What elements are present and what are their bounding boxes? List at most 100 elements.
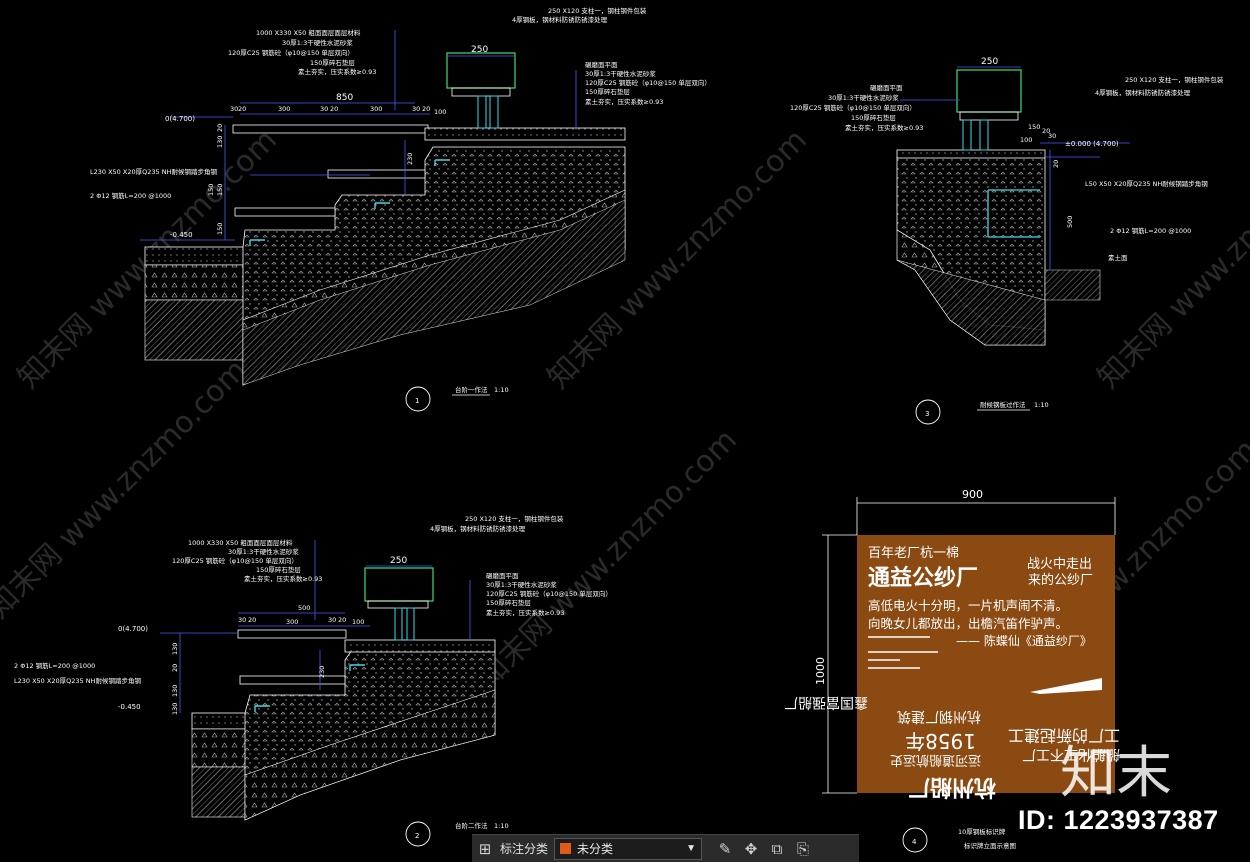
- layer-label: 碾磨面平面: [870, 83, 903, 92]
- detail-1-dimensions: 250 850 30 20 300 30 20 300 30 20 100 23…: [207, 45, 488, 235]
- detail-2-bench-top: [364, 567, 434, 602]
- detail-3-caption: 耐候钢板过作法: [980, 400, 1026, 409]
- dim-130: 130: [171, 643, 179, 655]
- detail-2-top-slab: [344, 639, 496, 653]
- dim-20: 20: [216, 124, 224, 132]
- layer-label: 1000 X330 X50 粗面面层面层材料: [256, 28, 361, 37]
- layer-label: 素土夯实，压实系数≥0.93: [486, 608, 564, 617]
- dim-20: 20: [238, 105, 246, 113]
- grid-icon[interactable]: ⊞: [478, 839, 492, 858]
- edit-icon[interactable]: ✎: [718, 839, 732, 858]
- dim-20: 20: [330, 105, 338, 113]
- copy-icon[interactable]: ⧉: [771, 839, 783, 858]
- detail-2-post: [406, 607, 415, 641]
- detail-1-post: [489, 95, 499, 129]
- dim-150: 150: [216, 223, 224, 235]
- detail-3-top-slab: [896, 149, 1046, 159]
- sign-line: 战火中走出: [1027, 557, 1092, 572]
- detail-2-tread-2: [237, 629, 347, 639]
- dim-250: 250: [390, 556, 407, 566]
- detail-1-lower-platform: [144, 246, 246, 266]
- detail-2-steel-angle: [349, 664, 365, 671]
- detail-3-edge-section: 250 150 20 30 100 20 500 250 X120 支柱一，钢柱…: [790, 57, 1224, 425]
- layer-label: 150厚碎石垫层: [486, 598, 531, 607]
- sign-mirrored-line: 1958年: [905, 729, 976, 753]
- top-label: 250 X120 支柱一，钢柱钢件包装: [1125, 75, 1224, 84]
- detail-1-steel-angle: [374, 202, 390, 209]
- dim-20: 20: [422, 105, 430, 113]
- detail-3-bench-cap: [959, 111, 1019, 121]
- detail-2-scale: 1:10: [494, 822, 509, 830]
- detail-1-labels: 250 X120 支柱一，钢柱钢件包装 4厚钢板，钢材料防锈防锈漆处理 1000…: [90, 6, 711, 239]
- detail-3-post: [979, 119, 989, 151]
- layer-label: 120厚C25 钢筋砼（φ10@150 单层双向）: [228, 48, 354, 57]
- dim-150: 150: [216, 184, 224, 196]
- layer-label: 30厚1:3干硬性水泥砂浆: [282, 38, 353, 47]
- top-label: 250 X120 支柱一，钢柱钢件包装: [465, 514, 564, 523]
- sign-mirrored-line: 杭州船厂: [908, 774, 996, 800]
- paste-icon[interactable]: ⎘: [797, 839, 810, 858]
- dim-250: 250: [981, 57, 998, 67]
- sign-line: 高低电火十分明，一片机声闹不清。: [868, 598, 1068, 613]
- detail-2-step-section: 250 500 30 20 300 30 20 100 230 130 20 1…: [14, 514, 612, 847]
- detail-2-steel-angle: [254, 705, 270, 712]
- detail-1-steel-angle: [434, 159, 450, 166]
- detail-2-gravel-layer: [191, 728, 248, 768]
- dim-20: 20: [1052, 160, 1060, 168]
- dim-500: 500: [1066, 216, 1074, 228]
- dim-30: 30: [1048, 132, 1056, 140]
- move-icon[interactable]: ✥: [744, 839, 758, 858]
- detail-1-scale: 1:10: [494, 386, 509, 394]
- layer-label: 120厚C25 钢筋砼（φ10@150 单层双向）: [790, 103, 916, 112]
- sign-mirrored-line: 杭州钢厂建筑: [897, 708, 981, 724]
- detail-4-number: 4: [912, 838, 917, 846]
- dim-150: 150: [207, 184, 215, 196]
- detail-3-post: [962, 119, 972, 151]
- layer-label: 素土夯实，压实系数≥0.93: [298, 67, 376, 76]
- layer-label: 150厚碎石垫层: [851, 113, 896, 122]
- detail-1-step-section: 250 850 30 20 300 30 20 300 30 20 100 23…: [90, 6, 711, 412]
- layer-label: 碾磨面平面: [486, 571, 519, 580]
- annotation-category-select[interactable]: 未分类 ▼: [554, 837, 703, 860]
- sign-mirrored-line: 工厂的新起建工: [1008, 726, 1120, 745]
- dim-30: 30: [238, 616, 246, 624]
- dim-20: 20: [171, 664, 179, 672]
- sign-mirrored-line: 鑫国富强船厂: [784, 694, 868, 711]
- detail-2-number: 2: [415, 832, 419, 840]
- annotation-category-label: 标注分类: [500, 842, 549, 856]
- level-top: ±0.000 (4.700): [1065, 140, 1119, 148]
- dim-130: 130: [216, 136, 224, 148]
- layer-label: 150厚碎石垫层: [256, 565, 301, 574]
- detail-1-tread-1: [234, 207, 336, 217]
- detail-1-tread-3: [232, 124, 429, 134]
- sign-line: 来的公纱厂: [1028, 572, 1093, 588]
- watermark-text: 知末网 www.znzmo.com: [0, 353, 254, 626]
- detail-1-bench-cap: [451, 87, 511, 97]
- detail-2-tread-1: [239, 675, 346, 685]
- detail-3-soil-body: [896, 259, 1101, 346]
- dim-850: 850: [336, 93, 353, 103]
- detail-3-number-circle: [915, 399, 941, 425]
- detail-4-sign-elevation: 900 1000 百年老厂杭一棉 通益公纱厂 战火中走出 来的公纱厂 高低电火十…: [784, 488, 1120, 853]
- detail-3-scale: 1:10: [1034, 401, 1049, 409]
- watermark-text: 知末网 www.znzmo.com: [471, 423, 744, 696]
- detail-1-number-circle: [405, 386, 431, 412]
- detail-2-lower-platform: [191, 712, 248, 730]
- top-label: 4厚钢板，钢材料防锈防锈漆处理: [1095, 88, 1191, 97]
- layer-label: 1000 X330 X50 粗面面层面层材料: [188, 538, 293, 547]
- layer-label: 120厚C25 钢筋砼（φ10@150 单层双向）: [585, 78, 711, 87]
- dim-900: 900: [962, 488, 983, 501]
- detail-1-top-slab: [424, 127, 626, 141]
- dim-30: 30: [230, 105, 238, 113]
- dim-300: 300: [286, 618, 298, 626]
- dim-100: 100: [352, 618, 364, 626]
- resource-id-label: ID: 1223937387: [1018, 805, 1219, 835]
- dim-250: 250: [471, 45, 488, 55]
- note-soil: 素土面: [1108, 253, 1128, 262]
- layer-label: 30厚1:3干硬性水泥砂浆: [228, 547, 299, 556]
- sign-panel: [857, 535, 1115, 793]
- note-rebar: 2 Φ12 钢筋L=200 @1000: [1110, 226, 1191, 235]
- note-angle: L230 X50 X20厚Q235 NH耐候钢踏步角钢: [90, 167, 217, 176]
- dim-300: 300: [278, 105, 290, 113]
